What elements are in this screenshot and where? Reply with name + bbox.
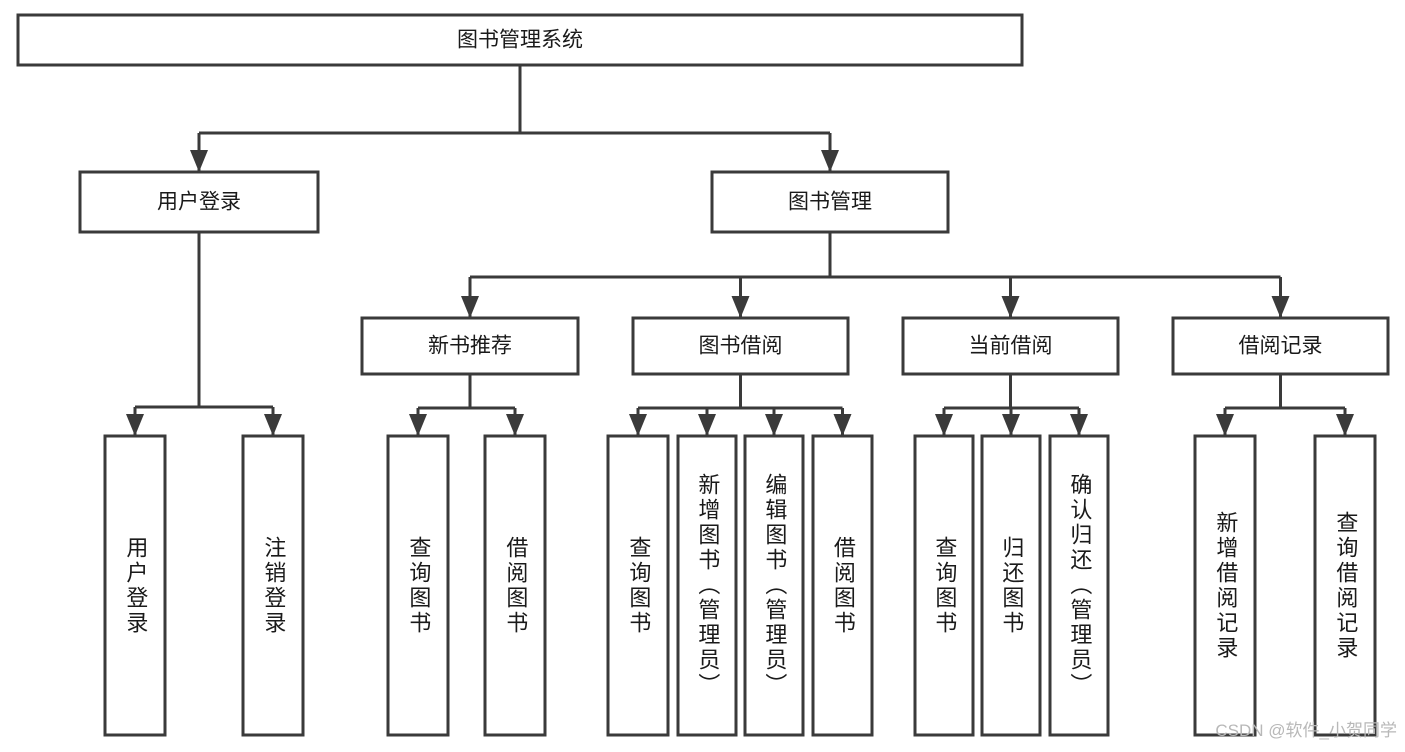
node-box-leaf-edit-book <box>743 434 805 737</box>
watermark-text: CSDN @软件_小贺同学 <box>1215 721 1397 740</box>
node-box-leaf-add-book <box>676 434 738 737</box>
node-box-root <box>16 13 1024 67</box>
node-leaf-query-record[interactable] <box>1313 434 1377 737</box>
node-box-leaf-logout <box>241 434 305 737</box>
node-box-leaf-borrow-book-rec <box>483 434 547 737</box>
arrow-head-book-manage-to-new-book-rec <box>461 296 479 318</box>
arrow-head-book-manage-to-book-borrow <box>731 296 750 318</box>
arrow-head-current-borrow-to-leaf-confirm-return <box>1070 414 1088 436</box>
node-user-login[interactable]: 用户登录 <box>78 170 320 234</box>
node-leaf-logout[interactable] <box>241 434 305 737</box>
arrow-head-new-book-rec-to-leaf-query-book-rec <box>409 414 427 436</box>
node-box-leaf-query-book-cur <box>913 434 975 737</box>
node-label-borrow-record: 借阅记录 <box>1239 335 1323 358</box>
node-box-leaf-query-book-borrow <box>606 434 670 737</box>
arrow-head-new-book-rec-to-leaf-borrow-book-rec <box>506 414 524 436</box>
node-leaf-query-book-rec[interactable] <box>386 434 450 737</box>
node-book-borrow[interactable]: 图书借阅 <box>631 316 850 376</box>
node-label-current-borrow: 当前借阅 <box>969 335 1053 358</box>
node-leaf-return-book[interactable] <box>980 434 1042 737</box>
arrow-head-book-borrow-to-leaf-add-book <box>698 414 716 436</box>
node-box-current-borrow <box>901 316 1120 376</box>
node-leaf-borrow-book[interactable] <box>811 434 874 737</box>
node-leaf-add-record[interactable] <box>1193 434 1257 737</box>
node-box-leaf-query-record <box>1313 434 1377 737</box>
node-leaf-query-book-borrow[interactable] <box>606 434 670 737</box>
node-label-root: 图书管理系统 <box>457 29 583 52</box>
node-box-leaf-confirm-return <box>1048 434 1110 737</box>
node-box-new-book-rec <box>360 316 580 376</box>
node-borrow-record[interactable]: 借阅记录 <box>1171 316 1390 376</box>
node-leaf-user-login[interactable] <box>103 434 167 737</box>
node-book-manage[interactable]: 图书管理 <box>710 170 950 234</box>
arrow-head-user-login-to-leaf-user-login <box>126 414 144 436</box>
node-leaf-edit-book[interactable] <box>743 434 805 737</box>
node-box-leaf-return-book <box>980 434 1042 737</box>
node-current-borrow[interactable]: 当前借阅 <box>901 316 1120 376</box>
node-box-leaf-user-login <box>103 434 167 737</box>
arrow-head-root-to-user-login <box>190 150 208 172</box>
arrow-head-user-login-to-leaf-logout <box>264 414 282 436</box>
arrow-head-book-borrow-to-leaf-query-book-borrow <box>629 414 647 436</box>
node-box-leaf-add-record <box>1193 434 1257 737</box>
arrow-head-book-manage-to-current-borrow <box>1001 296 1020 318</box>
node-label-user-login: 用户登录 <box>157 191 241 214</box>
node-box-user-login <box>78 170 320 234</box>
node-box-borrow-record <box>1171 316 1390 376</box>
arrow-head-book-manage-to-borrow-record <box>1271 296 1290 318</box>
node-box-leaf-query-book-rec <box>386 434 450 737</box>
node-label-new-book-rec: 新书推荐 <box>428 335 512 358</box>
node-label-book-manage: 图书管理 <box>788 191 872 214</box>
arrow-head-current-borrow-to-leaf-return-book <box>1002 414 1020 436</box>
arrow-head-root-to-book-manage <box>821 150 839 172</box>
node-root[interactable]: 图书管理系统 <box>16 13 1024 67</box>
arrow-head-borrow-record-to-leaf-add-record <box>1216 414 1234 436</box>
arrow-head-borrow-record-to-leaf-query-record <box>1336 414 1354 436</box>
arrow-head-book-borrow-to-leaf-edit-book <box>765 414 783 436</box>
node-box-book-borrow <box>631 316 850 376</box>
node-leaf-query-book-cur[interactable] <box>913 434 975 737</box>
node-box-leaf-borrow-book <box>811 434 874 737</box>
node-new-book-rec[interactable]: 新书推荐 <box>360 316 580 376</box>
arrow-head-current-borrow-to-leaf-query-book-cur <box>935 414 953 436</box>
node-box-book-manage <box>710 170 950 234</box>
node-leaf-confirm-return[interactable] <box>1048 434 1110 737</box>
node-leaf-borrow-book-rec[interactable] <box>483 434 547 737</box>
node-leaf-add-book[interactable] <box>676 434 738 737</box>
connectors-layer <box>126 65 1354 436</box>
node-label-book-borrow: 图书借阅 <box>699 335 783 358</box>
arrow-head-book-borrow-to-leaf-borrow-book <box>833 414 852 436</box>
